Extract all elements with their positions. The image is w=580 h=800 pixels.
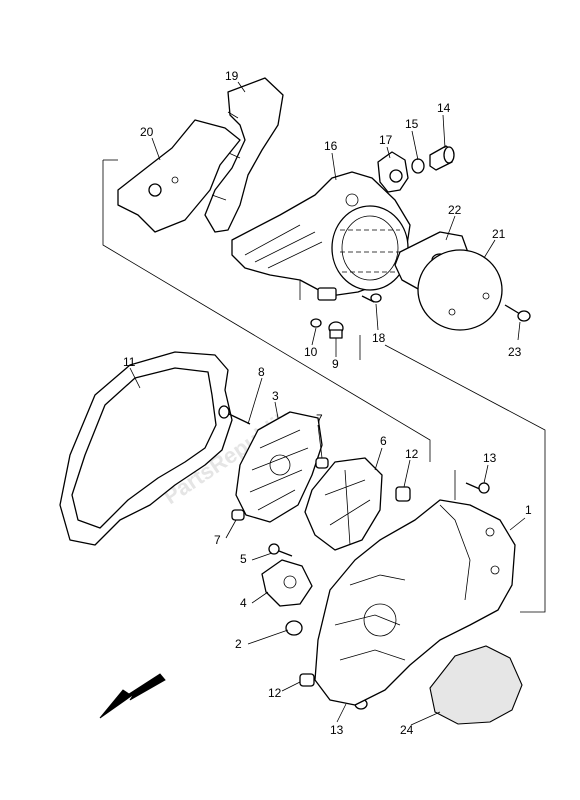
callout-part-18: 18 <box>372 331 386 345</box>
part-23-bolt <box>504 304 531 322</box>
front-direction-arrow-icon <box>99 673 166 719</box>
part-6-gasket <box>304 457 383 551</box>
callout-part-16: 16 <box>324 139 338 153</box>
part-2-seal <box>285 620 303 636</box>
part-15-o-ring <box>411 158 425 174</box>
part-4-plate <box>261 559 313 607</box>
callout-part-3: 3 <box>272 389 279 403</box>
leader-lines <box>129 81 526 726</box>
callout-part-9: 9 <box>332 357 339 371</box>
part-12-pin-upper <box>395 486 411 502</box>
callout-part-20: 20 <box>140 125 154 139</box>
part-14-plug <box>429 145 455 171</box>
callout-part-4: 4 <box>240 596 247 610</box>
callout-part-22: 22 <box>448 203 462 217</box>
callout-part-2: 2 <box>235 637 242 651</box>
callout-part-13-lower: 13 <box>330 723 344 737</box>
part-24-protector <box>429 645 523 725</box>
callout-part-21: 21 <box>492 227 506 241</box>
part-8-bolt <box>218 405 251 425</box>
callout-part-12-lower: 12 <box>268 686 282 700</box>
part-11-gasket-inner <box>71 367 217 529</box>
part-3-plate <box>235 411 323 523</box>
part-5-bolt <box>268 543 293 557</box>
callout-part-17: 17 <box>379 133 393 147</box>
callout-part-7-upper: 7 <box>316 412 323 426</box>
part-10-o-ring <box>310 318 322 328</box>
callout-part-14: 14 <box>437 101 451 115</box>
part-9-drain-plug <box>328 321 344 339</box>
callout-part-7-lower: 7 <box>214 533 221 547</box>
callout-part-19: 19 <box>225 69 239 83</box>
part-18-bolt <box>361 293 382 303</box>
callout-part-12-upper: 12 <box>405 447 419 461</box>
callout-part-23: 23 <box>508 345 522 359</box>
part-1-crankcase-cover <box>314 499 516 706</box>
callout-part-24: 24 <box>400 723 414 737</box>
callout-part-1: 1 <box>525 503 532 517</box>
callout-part-15: 15 <box>405 117 419 131</box>
part-19-heat-shield <box>204 77 284 233</box>
callout-part-5: 5 <box>240 552 247 566</box>
part-7-dowel-lower <box>231 509 245 521</box>
callout-part-13-upper: 13 <box>483 451 497 465</box>
callout-part-8: 8 <box>258 365 265 379</box>
part-21-round-cover <box>417 249 503 331</box>
callout-part-10: 10 <box>304 345 318 359</box>
part-12-pin-lower <box>299 673 315 687</box>
part-13-bolt-upper <box>465 482 490 494</box>
part-16-clutch-cover <box>231 171 411 301</box>
callout-part-11: 11 <box>123 355 136 369</box>
callout-labels: 1 2 3 4 5 6 7 7 8 9 10 11 12 12 13 13 14… <box>123 69 532 737</box>
part-20-side-plate <box>117 119 241 233</box>
part-7-dowel-upper <box>315 457 329 469</box>
callout-part-6: 6 <box>380 434 387 448</box>
